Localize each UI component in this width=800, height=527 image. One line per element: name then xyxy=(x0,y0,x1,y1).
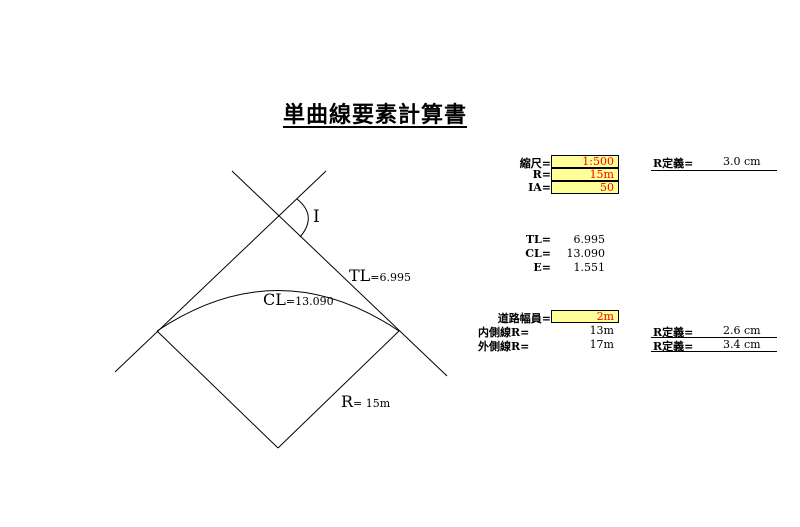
r-def-underline xyxy=(651,170,777,171)
angle-label: I xyxy=(313,207,320,227)
r-input[interactable]: 15m xyxy=(551,168,619,181)
r-label-input: R= xyxy=(532,168,551,181)
curve-arc xyxy=(156,290,400,332)
tangent-line-left xyxy=(114,170,327,373)
scale-label: 縮尺= xyxy=(519,157,551,170)
cl-result-value: 13.090 xyxy=(566,247,606,260)
tl-result-label: TL= xyxy=(525,233,551,246)
ia-label: IA= xyxy=(528,181,551,194)
tl-result-value: 6.995 xyxy=(573,233,606,246)
outer-line-value: 17m xyxy=(589,338,614,351)
page-title: 単曲線要素計算書 xyxy=(283,102,468,128)
radius-line-left xyxy=(156,330,279,449)
scale-input[interactable]: 1:500 xyxy=(551,155,619,168)
inner-r-def-value: 2.6 cm xyxy=(723,324,761,337)
ia-input[interactable]: 50 xyxy=(551,181,619,194)
inner-r-def-underline xyxy=(651,337,777,338)
tl-label: TL=6.995 xyxy=(349,266,411,285)
inner-line-value: 13m xyxy=(589,324,614,337)
cl-label: CL=13.090 xyxy=(263,290,334,309)
outer-r-def-label: R定義= xyxy=(653,340,694,353)
road-width-input[interactable]: 2m xyxy=(551,310,619,323)
angle-arc xyxy=(296,198,309,238)
r-def-label: R定義= xyxy=(653,157,694,170)
tangent-line-right xyxy=(231,170,448,377)
outer-line-label: 外側線R= xyxy=(478,340,530,353)
r-def-value: 3.0 cm xyxy=(723,155,761,168)
outer-r-def-underline xyxy=(651,351,777,352)
r-label: R= 15m xyxy=(341,392,391,411)
road-width-label: 道路幅員= xyxy=(497,312,551,325)
e-result-label: E= xyxy=(533,261,551,274)
inner-r-def-label: R定義= xyxy=(653,326,694,339)
cl-result-label: CL= xyxy=(525,247,551,260)
e-result-value: 1.551 xyxy=(573,261,606,274)
radius-line-right xyxy=(277,330,400,449)
inner-line-label: 内側線R= xyxy=(478,326,530,339)
outer-r-def-value: 3.4 cm xyxy=(723,338,761,351)
